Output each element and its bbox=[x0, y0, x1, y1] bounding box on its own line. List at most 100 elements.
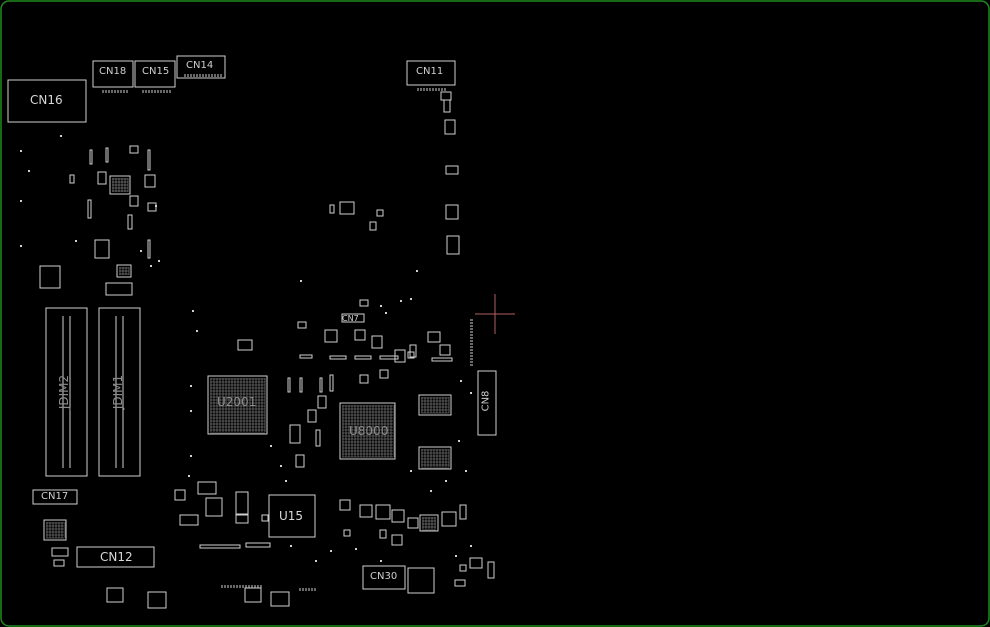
label-cn30[interactable]: CN30 bbox=[370, 571, 398, 582]
label-cn8[interactable]: CN8 bbox=[480, 390, 492, 412]
component-pad bbox=[354, 355, 372, 360]
via-dot bbox=[470, 545, 472, 547]
component-pad bbox=[324, 329, 338, 343]
component-pad bbox=[329, 374, 334, 392]
component-pad bbox=[319, 377, 323, 393]
label-cn12[interactable]: CN12 bbox=[100, 550, 133, 564]
component-pad bbox=[205, 497, 223, 517]
component-pad bbox=[289, 424, 301, 444]
label-cn14[interactable]: CN14 bbox=[186, 60, 214, 71]
chip-u2001 bbox=[207, 375, 268, 435]
component-pad bbox=[244, 587, 262, 603]
component-pad bbox=[129, 145, 139, 154]
component-pad bbox=[375, 504, 391, 520]
via-dot bbox=[290, 545, 292, 547]
component-pad bbox=[317, 395, 327, 409]
component-pad bbox=[147, 239, 151, 259]
component-pad bbox=[87, 199, 92, 219]
via-dot bbox=[455, 555, 457, 557]
label-cn17[interactable]: CN17 bbox=[41, 491, 69, 502]
component-pad bbox=[376, 209, 384, 217]
component-pad bbox=[427, 331, 441, 343]
component-pad bbox=[97, 171, 107, 185]
silkscreen-layer bbox=[7, 55, 497, 609]
chip-ic-e bbox=[419, 514, 439, 532]
via-dot bbox=[410, 470, 412, 472]
connector-cn14 bbox=[176, 55, 226, 79]
chip-u2001-balls bbox=[210, 378, 266, 434]
via-dot bbox=[385, 312, 387, 314]
component-pad bbox=[299, 377, 303, 393]
component-pad bbox=[144, 174, 156, 188]
component-pad bbox=[369, 221, 377, 231]
dimm-slot-jdim2 bbox=[45, 307, 88, 477]
via-dot bbox=[150, 265, 152, 267]
label-u15[interactable]: U15 bbox=[279, 509, 304, 523]
label-cn15[interactable]: CN15 bbox=[142, 66, 170, 77]
component-pad bbox=[341, 313, 365, 323]
label-cn7[interactable]: CN7 bbox=[342, 314, 359, 323]
chip-ic-a-balls bbox=[421, 397, 450, 414]
via-dot bbox=[280, 465, 282, 467]
component-pad bbox=[379, 369, 389, 379]
label-u2001[interactable]: U2001 bbox=[217, 395, 257, 409]
connector-cn30 bbox=[362, 565, 406, 590]
via-dot bbox=[470, 392, 472, 394]
via-dot bbox=[330, 550, 332, 552]
via-dot bbox=[196, 330, 198, 332]
connector-cn30-b bbox=[407, 567, 435, 594]
chip-ic-b-balls bbox=[421, 449, 450, 469]
via-dot bbox=[285, 480, 287, 482]
component-pad bbox=[287, 377, 291, 393]
via-dot bbox=[190, 410, 192, 412]
component-pad bbox=[147, 149, 151, 171]
chip-ic-d-balls bbox=[46, 522, 66, 539]
via-dot bbox=[75, 240, 77, 242]
via-dot bbox=[400, 300, 402, 302]
component-pad bbox=[299, 354, 313, 359]
component-pad bbox=[359, 299, 369, 307]
chip-u8000-balls bbox=[342, 405, 395, 458]
component-pad bbox=[394, 349, 406, 363]
component-pad bbox=[329, 355, 347, 360]
label-jdim1[interactable]: JDIM1 bbox=[111, 374, 126, 410]
component-pad bbox=[270, 591, 290, 607]
component-pad bbox=[339, 499, 351, 511]
component-pad bbox=[69, 174, 75, 184]
label-cn16[interactable]: CN16 bbox=[30, 93, 63, 107]
via-dot bbox=[190, 455, 192, 457]
via-dot bbox=[20, 245, 22, 247]
component-pad bbox=[105, 147, 109, 163]
component-pad bbox=[431, 357, 453, 362]
component-pad bbox=[199, 544, 241, 549]
component-pad bbox=[315, 429, 321, 447]
via-dot bbox=[445, 480, 447, 482]
component-pad bbox=[454, 579, 466, 587]
component-pad bbox=[407, 351, 415, 359]
component-pad bbox=[443, 99, 451, 113]
label-jdim2[interactable]: JDIM2 bbox=[57, 374, 72, 410]
crosshair-icon bbox=[475, 294, 515, 334]
component-pad bbox=[174, 489, 186, 501]
via-dot bbox=[188, 475, 190, 477]
label-u8000[interactable]: U8000 bbox=[349, 424, 389, 438]
component-pad bbox=[444, 119, 456, 135]
via-dot bbox=[28, 170, 30, 172]
via-dot bbox=[20, 200, 22, 202]
component-pad bbox=[297, 321, 307, 329]
via-dot bbox=[192, 310, 194, 312]
via-dot bbox=[190, 385, 192, 387]
component-pad bbox=[391, 509, 405, 523]
via-dot bbox=[380, 305, 382, 307]
component-pad bbox=[329, 204, 335, 214]
label-cn11[interactable]: CN11 bbox=[416, 66, 444, 77]
via-dot bbox=[355, 548, 357, 550]
label-cn18[interactable]: CN18 bbox=[99, 66, 127, 77]
component-pad bbox=[129, 195, 139, 207]
chip-ic-c-balls bbox=[112, 178, 129, 192]
component-pad bbox=[354, 329, 366, 341]
component-pad bbox=[487, 561, 495, 579]
via-dot bbox=[380, 560, 382, 562]
